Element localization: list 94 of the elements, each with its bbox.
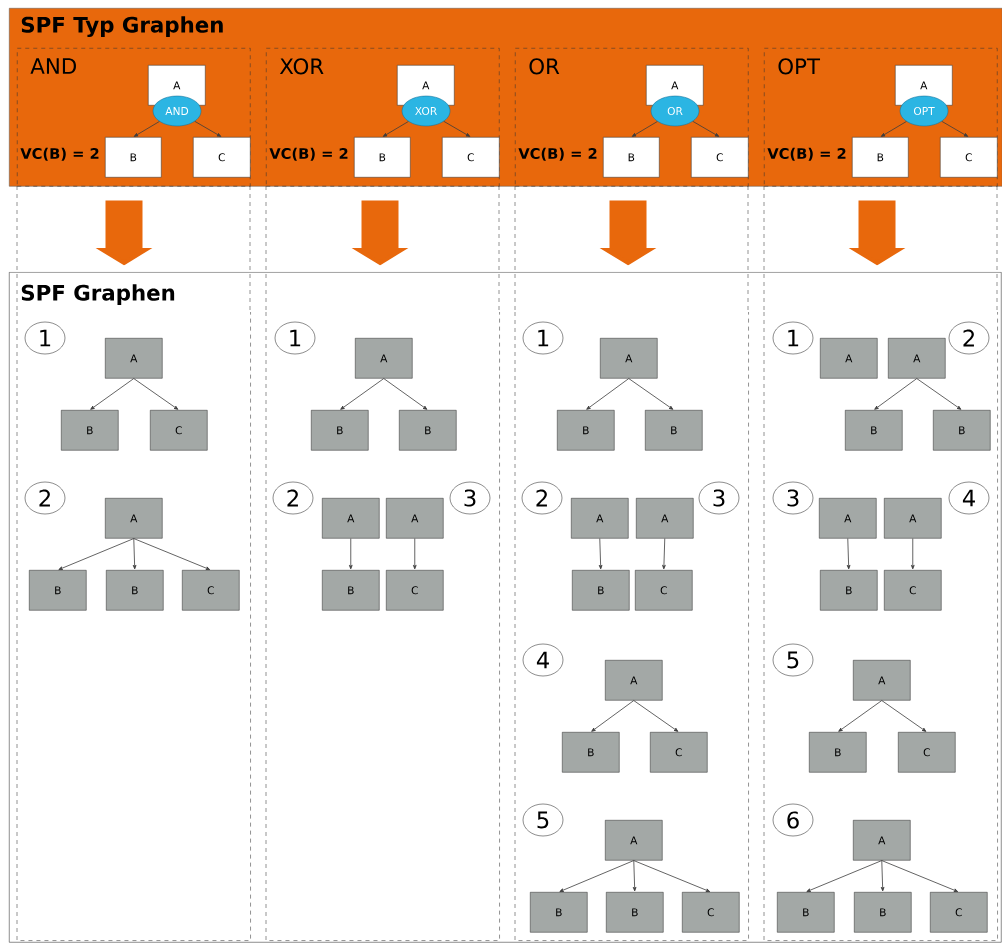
arrow (662, 538, 666, 570)
node-box: B (645, 410, 703, 451)
column-frame (763, 311, 998, 941)
node-box: C (182, 570, 240, 611)
node-box: C (691, 137, 749, 178)
arrow (632, 860, 637, 892)
node-box: B (852, 137, 909, 178)
node-box: C (150, 410, 208, 451)
node-box: A (600, 338, 658, 379)
arrow (194, 120, 222, 137)
arrow (383, 378, 428, 410)
node-box: C (193, 137, 251, 178)
node-box: C (884, 570, 942, 611)
node-box: A (636, 498, 694, 539)
arrow (633, 700, 679, 732)
node-box: A (853, 660, 911, 701)
node-box: B (61, 410, 119, 451)
node-box: C (650, 732, 708, 773)
node-box: B (603, 137, 660, 178)
arrow (133, 121, 160, 137)
arrow (348, 538, 353, 570)
arrow (838, 700, 883, 732)
column-frame (265, 311, 500, 941)
arrow (692, 120, 720, 137)
arrow (340, 378, 385, 410)
node-box: B (399, 410, 457, 451)
node-box: C (635, 570, 693, 611)
node-box: A (853, 820, 911, 861)
node-box: C (386, 570, 444, 611)
node-box: A (605, 820, 663, 861)
arrow (633, 860, 711, 892)
node-box: A (355, 338, 413, 379)
node-box: B (933, 410, 991, 451)
arrow (559, 860, 635, 892)
node-box: C (940, 137, 998, 178)
node-box: C (442, 137, 500, 178)
arrow (846, 538, 851, 570)
node-box: B (354, 137, 411, 178)
node-box: A (820, 338, 878, 379)
arrow (598, 538, 603, 570)
node-box: B (322, 570, 380, 611)
side-label: VC(B) = 2 (767, 147, 846, 161)
arrow (586, 378, 630, 410)
arrow (910, 538, 915, 570)
node-box: C (898, 732, 956, 773)
node-box: B (845, 410, 903, 451)
arrow (806, 860, 883, 892)
arrow (880, 121, 907, 137)
arrow (941, 120, 969, 137)
arrow (881, 860, 959, 892)
node-box: A (322, 498, 380, 539)
arrow (132, 538, 137, 570)
node-box: B (777, 892, 835, 933)
arrow (133, 378, 179, 410)
arrow (628, 378, 674, 410)
node-box: B (606, 892, 664, 933)
column-frame (16, 311, 251, 941)
node-box: B (809, 732, 867, 773)
node-box: B (29, 570, 87, 611)
node-box: B (820, 570, 878, 611)
node-box: B (562, 732, 620, 773)
arrow (881, 700, 927, 732)
node-box: C (682, 892, 740, 933)
arrow (90, 378, 135, 410)
arrow (382, 121, 409, 137)
arrow (58, 538, 135, 570)
node-box: A (888, 338, 946, 379)
arrow (631, 121, 658, 137)
node-box: B (557, 410, 615, 451)
node-box: A (386, 498, 444, 539)
node-box: B (106, 570, 164, 611)
arrow (874, 378, 918, 410)
node-box: C (930, 892, 988, 933)
node-box: A (571, 498, 629, 539)
node-box: B (530, 892, 588, 933)
side-label: VC(B) = 2 (269, 147, 348, 161)
arrow (880, 860, 885, 892)
node-box: A (105, 338, 163, 379)
node-box: B (572, 570, 630, 611)
side-label: VC(B) = 2 (20, 147, 99, 161)
arrow (133, 538, 211, 570)
node-box: A (105, 498, 163, 539)
node-box: B (854, 892, 912, 933)
side-label: VC(B) = 2 (518, 147, 597, 161)
node-box: B (311, 410, 369, 451)
node-box: B (105, 137, 162, 178)
arrow (443, 120, 471, 137)
arrow (412, 538, 417, 570)
column-frame (514, 311, 749, 941)
node-box: A (819, 498, 877, 539)
arrow (591, 700, 635, 732)
node-box: A (605, 660, 663, 701)
node-box: A (884, 498, 942, 539)
arrow (916, 378, 962, 410)
